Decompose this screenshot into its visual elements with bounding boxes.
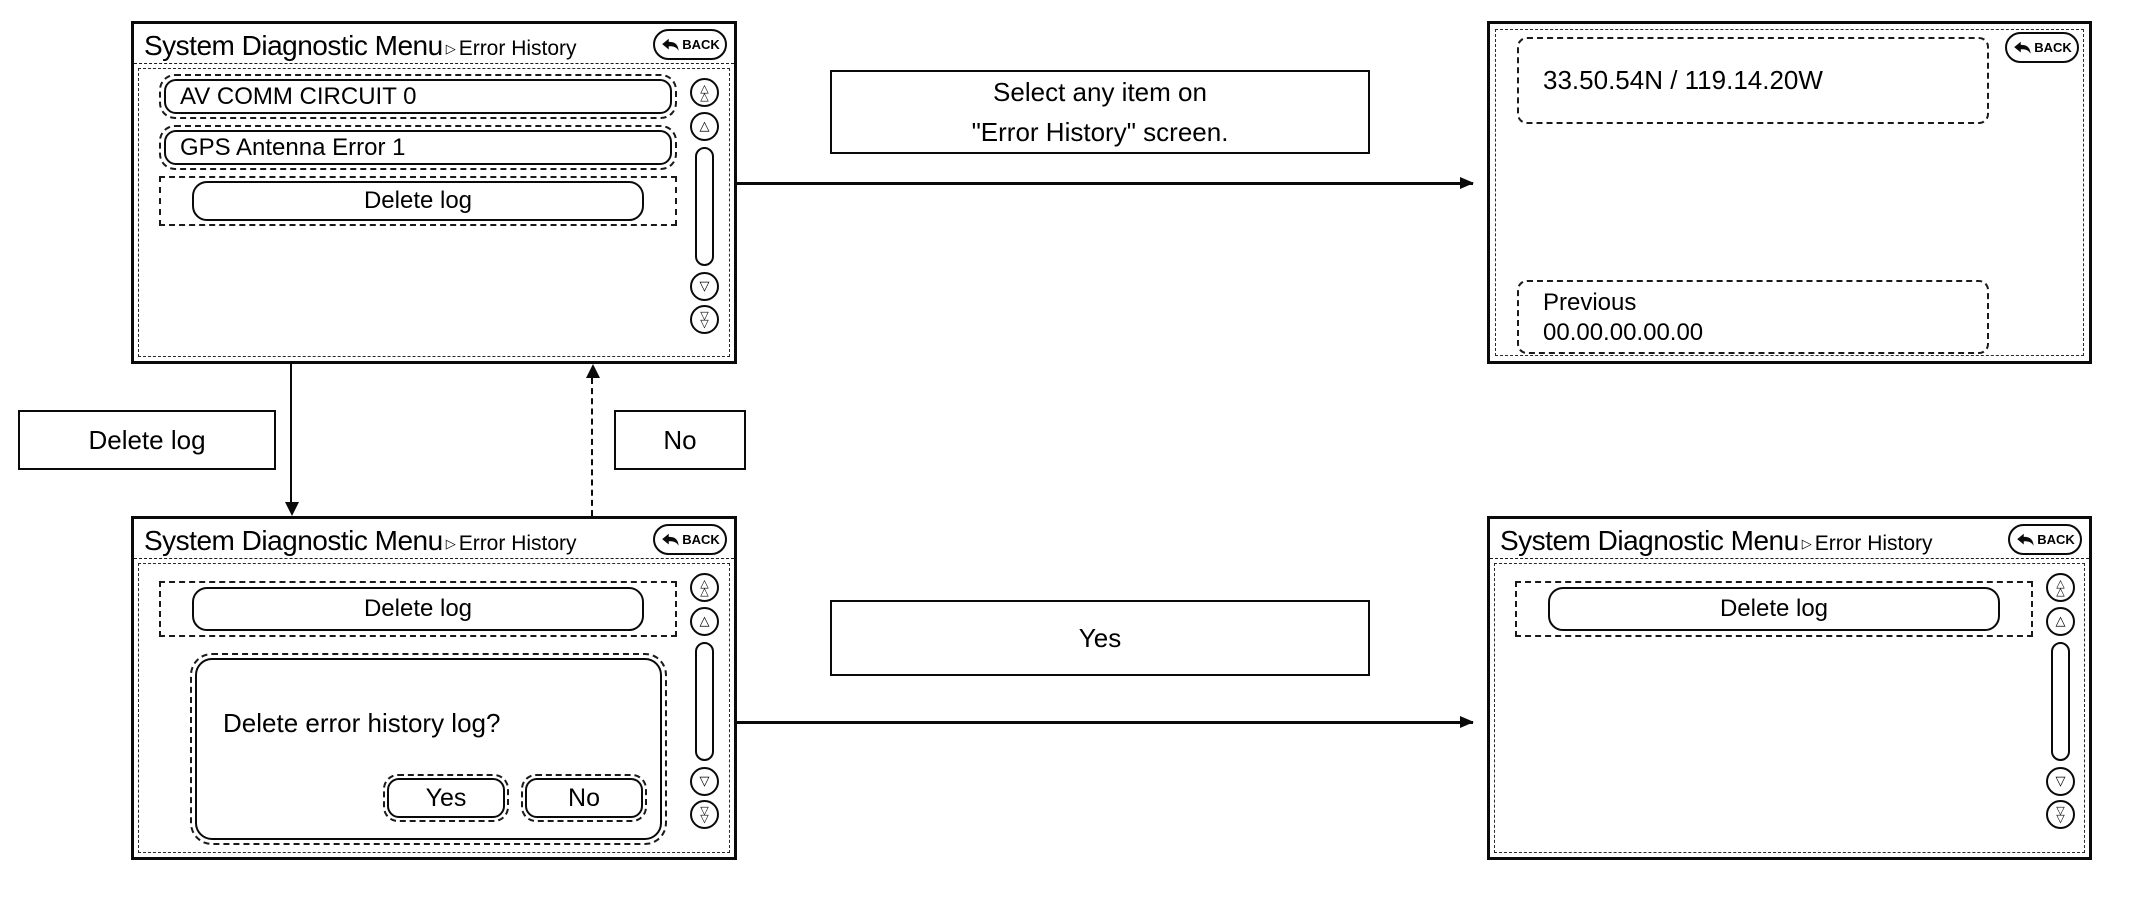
dialog-buttons: Yes No (383, 774, 647, 822)
scroll-bottom-button[interactable]: ▽▽ (690, 800, 719, 829)
scrollbar-track[interactable] (2051, 642, 2070, 761)
screen-error-history-after-delete: System Diagnostic Menu ▷ Error History B… (1487, 516, 2092, 860)
double-chevron-down-icon: ▽▽ (700, 308, 709, 330)
flow-label-no: No (614, 410, 746, 470)
chevron-down-icon: ▽ (699, 279, 710, 294)
scroll-bottom-button[interactable]: ▽▽ (690, 305, 719, 334)
double-chevron-up-icon: △△ (700, 576, 709, 598)
scrollbar-track[interactable] (695, 147, 714, 266)
delete-log-button[interactable]: Delete log (1548, 587, 2000, 631)
flow-label-select-item: Select any item on "Error History" scree… (830, 70, 1370, 154)
flow-arrow-no-return (586, 364, 600, 516)
scroll-up-button[interactable]: △ (690, 112, 719, 141)
delete-confirm-dialog: Delete error history log? Yes No (190, 653, 667, 845)
screen-delete-confirm: System Diagnostic Menu ▷ Error History B… (131, 516, 737, 860)
chevron-up-icon: △ (699, 119, 710, 134)
dialog-message: Delete error history log? (223, 708, 501, 738)
yes-button[interactable]: Yes (383, 774, 509, 822)
back-arrow-icon (2014, 41, 2031, 54)
double-chevron-up-icon: △△ (700, 81, 709, 103)
back-button-label: BACK (2034, 40, 2072, 55)
scroll-bottom-button[interactable]: ▽▽ (2046, 800, 2075, 829)
chevron-down-icon: ▽ (699, 774, 710, 789)
scroll-top-button[interactable]: △△ (690, 78, 719, 107)
page-title: System Diagnostic Menu (144, 525, 443, 556)
scroll-up-button[interactable]: △ (690, 607, 719, 636)
previous-box: Previous 00.00.00.00.00 (1517, 280, 1989, 354)
page-subtitle: Error History (458, 37, 577, 60)
back-button-label: BACK (682, 532, 720, 547)
menu-item-gps-antenna-error[interactable]: GPS Antenna Error 1 (159, 125, 677, 170)
back-button-label: BACK (2037, 532, 2075, 547)
flow-label-delete-log: Delete log (18, 410, 276, 470)
delete-log-row: Delete log (1515, 581, 2033, 637)
page-title: System Diagnostic Menu (1500, 525, 1799, 556)
flow-arrow-delete-log (285, 364, 299, 516)
chevron-up-icon: △ (699, 614, 710, 629)
back-button[interactable]: BACK (653, 29, 727, 60)
coordinate-value: 33.50.54N / 119.14.20W (1543, 65, 1823, 95)
titlebar: System Diagnostic Menu ▷ Error History (134, 24, 734, 64)
scroll-top-button[interactable]: △△ (2046, 573, 2075, 602)
previous-label: Previous (1543, 289, 1637, 316)
screen-coordinate-detail: BACK 33.50.54N / 119.14.20W Previous 00.… (1487, 21, 2092, 364)
no-button-label: No (525, 778, 643, 818)
page-subtitle: Error History (1814, 532, 1933, 555)
scroll-up-button[interactable]: △ (2046, 607, 2075, 636)
back-arrow-icon (662, 38, 679, 51)
back-button[interactable]: BACK (653, 524, 727, 555)
menu-item-label: GPS Antenna Error 1 (164, 130, 672, 165)
back-button[interactable]: BACK (2008, 524, 2082, 555)
back-arrow-icon (2017, 533, 2034, 546)
chevron-down-icon: ▽ (2055, 774, 2066, 789)
no-button[interactable]: No (521, 774, 647, 822)
delete-log-row: Delete log (159, 581, 677, 637)
double-chevron-down-icon: ▽▽ (700, 803, 709, 825)
double-chevron-up-icon: △△ (2056, 576, 2065, 598)
back-button[interactable]: BACK (2005, 32, 2079, 63)
breadcrumb-arrow-icon: ▷ (1801, 537, 1812, 552)
screen-error-history: System Diagnostic Menu ▷ Error History B… (131, 21, 737, 364)
scroll-top-button[interactable]: △△ (690, 573, 719, 602)
scroll-down-button[interactable]: ▽ (690, 767, 719, 796)
delete-log-button[interactable]: Delete log (192, 587, 644, 631)
breadcrumb-arrow-icon: ▷ (445, 537, 456, 552)
previous-value: 00.00.00.00.00 (1543, 319, 1704, 346)
titlebar: System Diagnostic Menu ▷ Error History (134, 519, 734, 559)
chevron-up-icon: △ (2055, 614, 2066, 629)
menu-item-av-comm-circuit[interactable]: AV COMM CIRCUIT 0 (159, 74, 677, 119)
double-chevron-down-icon: ▽▽ (2056, 803, 2065, 825)
dialog-frame: Delete error history log? Yes No (195, 658, 662, 840)
flow-arrow-select-item (737, 177, 1474, 189)
yes-button-label: Yes (387, 778, 505, 818)
breadcrumb-arrow-icon: ▷ (445, 42, 456, 57)
flow-arrow-yes (737, 716, 1474, 728)
delete-log-row: Delete log (159, 176, 677, 226)
scroll-down-button[interactable]: ▽ (2046, 767, 2075, 796)
titlebar: System Diagnostic Menu ▷ Error History (1490, 519, 2089, 559)
flow-label-yes: Yes (830, 600, 1370, 676)
scroll-down-button[interactable]: ▽ (690, 272, 719, 301)
coordinate-box: 33.50.54N / 119.14.20W (1517, 37, 1989, 124)
menu-item-label: AV COMM CIRCUIT 0 (164, 79, 672, 114)
back-arrow-icon (662, 533, 679, 546)
page-title: System Diagnostic Menu (144, 30, 443, 61)
scrollbar-track[interactable] (695, 642, 714, 761)
page-subtitle: Error History (458, 532, 577, 555)
delete-log-button[interactable]: Delete log (192, 181, 644, 221)
back-button-label: BACK (682, 37, 720, 52)
